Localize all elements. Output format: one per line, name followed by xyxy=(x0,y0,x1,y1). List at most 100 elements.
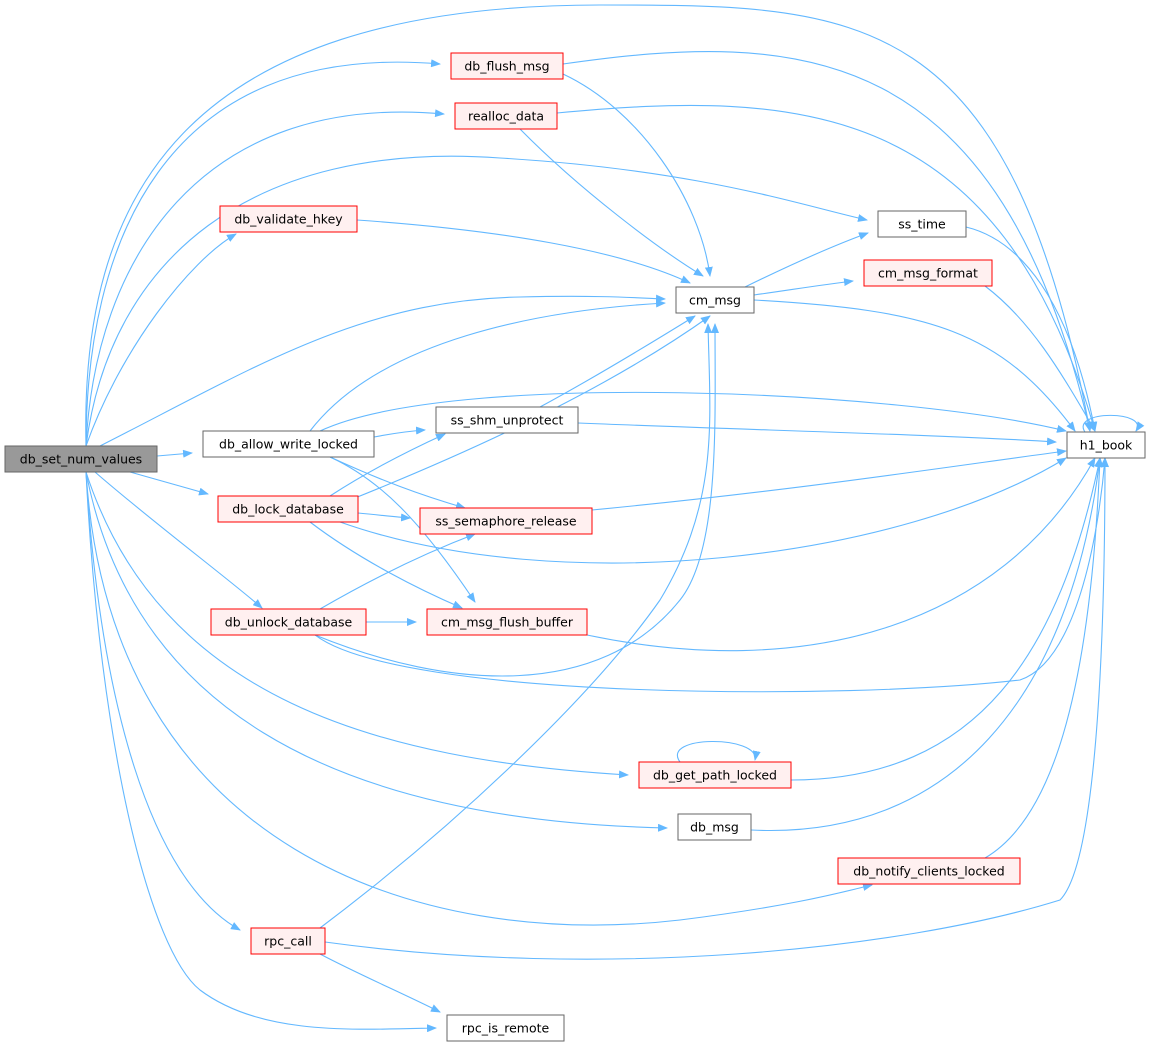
node-cm-msg[interactable]: cm_msg xyxy=(675,286,755,314)
edge-db-validate-hkey-to-cm-msg xyxy=(356,219,691,284)
edge-db-set-num-values-to-realloc-data xyxy=(85,109,445,447)
edge-db-allow-write-locked-to-ss-semaphore-release xyxy=(329,456,466,510)
node-box xyxy=(250,927,326,955)
node-label: db_flush_msg xyxy=(464,59,549,74)
edge-db-set-num-values-to-cm-msg xyxy=(99,294,666,447)
node-label: cm_msg xyxy=(689,293,741,308)
node-cm-msg-format[interactable]: cm_msg_format xyxy=(863,259,993,287)
edge-ss-semaphore-release-to-h1-book xyxy=(591,448,1067,511)
edge-db-flush-msg-to-cm-msg xyxy=(562,73,713,277)
edge-db-set-num-values-to-db-lock-database xyxy=(129,471,209,496)
node-db-notify-clients-locked[interactable]: db_notify_clients_locked xyxy=(837,857,1021,885)
edge-db-set-num-values-to-db-notify-clients-locked xyxy=(85,471,873,926)
node-realloc-data[interactable]: realloc_data xyxy=(454,102,558,130)
node-box xyxy=(210,608,367,636)
node-db-flush-msg[interactable]: db_flush_msg xyxy=(450,52,564,80)
edge-db-get-path-locked-to-h1-book xyxy=(790,457,1103,781)
node-db-validate-hkey[interactable]: db_validate_hkey xyxy=(219,205,358,233)
edge-db-allow-write-locked-to-cm-msg xyxy=(309,299,666,432)
nodes-layer: db_set_num_values db_flush_msg realloc_dat… xyxy=(4,52,1146,1042)
node-box xyxy=(450,52,564,80)
node-box xyxy=(4,445,158,473)
node-cm-msg-flush-buffer[interactable]: cm_msg_flush_buffer xyxy=(426,608,588,636)
edge-realloc-data-to-h1-book xyxy=(556,104,1097,432)
edge-db-set-num-values-to-h1-book xyxy=(85,4,1093,447)
node-label: realloc_data xyxy=(468,109,544,124)
edge-db-set-num-values-to-db-allow-write-locked xyxy=(156,449,193,458)
edge-db-lock-database-to-ss-semaphore-release xyxy=(357,512,411,522)
edge-db-set-num-values-to-db-flush-msg xyxy=(85,59,441,447)
node-box xyxy=(426,608,588,636)
edge-rpc-call-to-h1-book xyxy=(324,457,1109,960)
node-box xyxy=(675,286,755,314)
node-box xyxy=(677,813,752,841)
edge-db-set-num-values-to-rpc-is-remote xyxy=(85,471,437,1033)
node-box xyxy=(1066,431,1146,459)
edge-ss-shm-unprotect-to-cm-msg xyxy=(539,315,696,408)
node-db-unlock-database[interactable]: db_unlock_database xyxy=(210,608,367,636)
node-label: rpc_call xyxy=(264,934,312,949)
node-label: ss_semaphore_release xyxy=(435,514,577,529)
node-label: h1_book xyxy=(1080,438,1133,453)
node-box xyxy=(202,430,375,458)
edge-db-msg-to-h1-book xyxy=(750,457,1103,832)
edges-layer xyxy=(85,4,1145,1033)
node-label: db_allow_write_locked xyxy=(219,437,358,452)
node-db-get-path-locked[interactable]: db_get_path_locked xyxy=(638,761,792,789)
edge-cm-msg-to-h1-book xyxy=(753,299,1076,432)
edge-db-unlock-database-to-ss-semaphore-release xyxy=(319,533,476,610)
node-db-allow-write-locked[interactable]: db_allow_write_locked xyxy=(202,430,375,458)
node-box xyxy=(863,259,993,287)
node-label: db_set_num_values xyxy=(20,452,142,467)
node-box xyxy=(217,495,359,523)
edge-h1-book-to-h1-book xyxy=(1082,414,1145,433)
edge-db-set-num-values-to-db-unlock-database xyxy=(94,471,263,609)
node-db-lock-database[interactable]: db_lock_database xyxy=(217,495,359,523)
node-box xyxy=(454,102,558,130)
node-rpc-call[interactable]: rpc_call xyxy=(250,927,326,955)
node-label: rpc_is_remote xyxy=(462,1021,550,1036)
node-label: db_msg xyxy=(690,820,739,835)
edge-ss-time-to-h1-book xyxy=(965,226,1098,432)
edge-db-set-num-values-to-db-msg xyxy=(85,471,668,832)
edge-rpc-call-to-rpc-is-remote xyxy=(319,953,441,1013)
node-label: db_unlock_database xyxy=(225,615,353,630)
node-box xyxy=(219,205,358,233)
edge-db-lock-database-to-cm-msg-flush-buffer xyxy=(309,521,463,609)
edge-db-set-num-values-to-db-validate-hkey xyxy=(85,233,237,447)
edge-cm-msg-to-cm-msg-format xyxy=(753,278,854,296)
node-label: db_lock_database xyxy=(232,502,344,517)
node-h1-book[interactable]: h1_book xyxy=(1066,431,1146,459)
edge-db-lock-database-to-ss-shm-unprotect xyxy=(329,433,446,497)
edge-cm-msg-to-ss-time xyxy=(744,232,869,288)
edge-ss-shm-unprotect-to-h1-book xyxy=(577,422,1057,446)
node-ss-shm-unprotect[interactable]: ss_shm_unprotect xyxy=(435,406,579,434)
edge-db-set-num-values-to-db-get-path-locked xyxy=(85,471,629,779)
node-label: db_validate_hkey xyxy=(234,212,343,227)
edge-db-unlock-database-to-cm-msg xyxy=(314,323,720,677)
node-ss-semaphore-release[interactable]: ss_semaphore_release xyxy=(419,507,593,535)
edge-db-allow-write-locked-to-cm-msg-flush-buffer xyxy=(329,456,476,603)
edge-db-allow-write-locked-to-ss-shm-unprotect xyxy=(373,426,426,438)
edge-db-allow-write-locked-to-h1-book xyxy=(319,391,1067,433)
node-box xyxy=(638,761,792,789)
node-label: ss_shm_unprotect xyxy=(451,413,564,428)
node-rpc-is-remote[interactable]: rpc_is_remote xyxy=(446,1014,565,1042)
node-label: cm_msg_format xyxy=(878,266,978,281)
edge-db-get-path-locked-to-db-get-path-locked xyxy=(676,741,761,763)
node-db-set-num-values[interactable]: db_set_num_values xyxy=(4,445,158,473)
node-box xyxy=(435,406,579,434)
node-box xyxy=(419,507,593,535)
node-label: cm_msg_flush_buffer xyxy=(441,615,574,630)
node-ss-time[interactable]: ss_time xyxy=(877,210,967,238)
node-label: db_notify_clients_locked xyxy=(853,864,1004,879)
edge-cm-msg-format-to-h1-book xyxy=(984,285,1096,432)
edge-db-set-num-values-to-ss-time xyxy=(85,155,868,447)
node-label: db_get_path_locked xyxy=(653,768,777,783)
edge-db-set-num-values-to-rpc-call xyxy=(85,471,241,931)
edge-db-notify-clients-locked-to-h1-book xyxy=(984,457,1104,859)
node-db-msg[interactable]: db_msg xyxy=(677,813,752,841)
edge-cm-msg-flush-buffer-to-h1-book xyxy=(586,457,1096,652)
